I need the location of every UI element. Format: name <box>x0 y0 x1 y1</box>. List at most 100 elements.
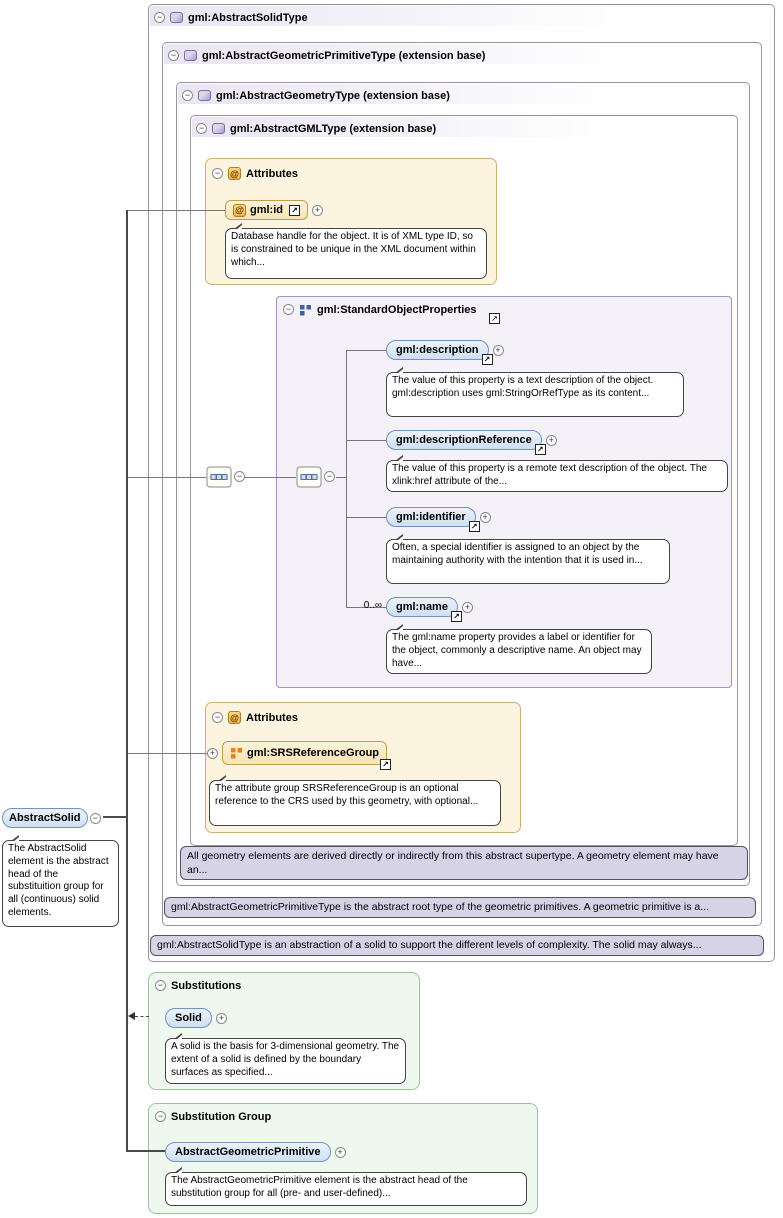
element-abstract-geometric-primitive[interactable]: AbstractGeometricPrimitive <box>165 1142 331 1162</box>
attribute-icon: @ <box>228 167 241 180</box>
type-header-abstract-geometry-type: − gml:AbstractGeometryType (extension ba… <box>182 88 450 103</box>
goto-definition-icon[interactable]: ↗ <box>481 354 493 365</box>
goto-definition-icon[interactable]: ↗ <box>380 759 392 770</box>
attributes-header: − @ Attributes <box>212 710 298 725</box>
connector-abstract-solid <box>103 816 127 818</box>
type-header-abstract-gml-type: − gml:AbstractGMLType (extension base) <box>196 121 436 136</box>
element-row-description-reference: gml:descriptionReference ↗ + <box>386 430 557 455</box>
element-label: AbstractSolid <box>9 812 81 824</box>
attribute-icon: @ <box>233 203 246 217</box>
attribute-label: gml:id <box>250 204 283 216</box>
connector-to-sequence <box>128 477 206 478</box>
sequence-compositor-icon[interactable] <box>206 466 232 488</box>
collapse-icon[interactable]: − <box>155 980 166 991</box>
attributes-label: Attributes <box>246 167 298 180</box>
collapse-icon[interactable]: − <box>234 471 245 482</box>
element-gml-description[interactable]: gml:description ↗ <box>386 340 493 365</box>
collapse-icon[interactable]: − <box>196 123 207 134</box>
goto-definition-icon[interactable]: ↗ <box>289 204 300 216</box>
element-label: gml:description <box>396 344 479 356</box>
type-header-abstract-geometric-primitive-type: − gml:AbstractGeometricPrimitiveType (ex… <box>168 48 485 63</box>
collapse-icon[interactable]: − <box>89 812 101 824</box>
expand-icon[interactable]: + <box>545 434 557 446</box>
annotation-abstract-geometric-primitive: The AbstractGeometricPrimitive element i… <box>165 1167 527 1206</box>
collapse-icon[interactable]: − <box>212 168 223 179</box>
complex-type-icon <box>198 90 211 101</box>
expand-icon[interactable]: + <box>215 1012 227 1024</box>
connector-to-description <box>347 350 386 351</box>
element-row-abstract-geometric-primitive: AbstractGeometricPrimitive + <box>165 1142 346 1162</box>
type-label: gml:AbstractGMLType (extension base) <box>230 122 437 135</box>
element-row-identifier: gml:identifier ↗ + <box>386 507 491 532</box>
element-abstract-solid[interactable]: AbstractSolid <box>2 808 88 828</box>
connector-substitutes-dashed <box>135 1016 149 1017</box>
annotation-abstract-solid: The AbstractSolid element is the abstrac… <box>2 835 119 927</box>
attribute-group-srs-reference-group[interactable]: gml:SRSReferenceGroup ↗ <box>222 741 392 770</box>
complex-type-icon <box>184 50 197 61</box>
expand-icon[interactable]: + <box>492 344 504 356</box>
connector-to-description-reference <box>347 440 386 441</box>
element-row-name: gml:name ↗ + <box>386 597 473 622</box>
type-label: gml:AbstractSolidType <box>188 11 308 24</box>
expand-icon[interactable]: + <box>461 601 473 613</box>
element-label: Solid <box>175 1012 202 1024</box>
attribute-gml-id[interactable]: @ gml:id ↗ <box>225 200 308 220</box>
type-header-abstract-solid-type: − gml:AbstractSolidType <box>154 10 308 25</box>
element-gml-description-reference[interactable]: gml:descriptionReference ↗ <box>386 430 546 455</box>
collapse-icon[interactable]: − <box>154 12 165 23</box>
collapse-icon[interactable]: − <box>283 304 294 315</box>
connector-substitution-head <box>128 1150 166 1152</box>
collapse-icon[interactable]: − <box>168 50 179 61</box>
group-header: − gml:StandardObjectProperties <box>283 302 477 317</box>
goto-definition-icon[interactable]: ↗ <box>468 521 480 532</box>
element-label: gml:descriptionReference <box>396 434 532 446</box>
group-label: gml:StandardObjectProperties <box>317 303 477 316</box>
goto-definition-icon[interactable]: ↗ <box>489 313 500 324</box>
collapse-icon[interactable]: − <box>182 90 193 101</box>
sequence-compositor-icon[interactable] <box>296 466 322 488</box>
attribute-group-row-srs: + gml:SRSReferenceGroup ↗ <box>207 741 392 770</box>
model-group-icon <box>300 304 311 315</box>
annotation-abstract-geometry-type: All geometry elements are derived direct… <box>180 846 748 880</box>
element-label: gml:name <box>396 601 448 613</box>
collapse-icon[interactable]: − <box>155 1111 166 1122</box>
goto-definition-icon[interactable]: ↗ <box>534 444 546 455</box>
expand-icon[interactable]: + <box>312 204 323 216</box>
substitution-group-label: Substitution Group <box>171 1110 272 1123</box>
expand-icon[interactable]: + <box>334 1146 346 1158</box>
expand-icon[interactable]: + <box>479 511 491 523</box>
connector-to-srs-group <box>128 753 212 754</box>
attribute-group-label: gml:SRSReferenceGroup <box>247 747 380 759</box>
collapse-icon[interactable]: − <box>212 712 223 723</box>
connector-group-out <box>336 477 347 478</box>
goto-definition-icon[interactable]: ↗ <box>450 611 462 622</box>
annotation-gml-name: The gml:name property provides a label o… <box>386 624 652 674</box>
connector-to-gml-id <box>128 210 226 211</box>
element-gml-name[interactable]: gml:name ↗ <box>386 597 462 622</box>
collapse-icon[interactable]: − <box>324 471 335 482</box>
annotation-gml-identifier: Often, a special identifier is assigned … <box>386 534 670 584</box>
group-box-standard-object-properties <box>276 296 732 688</box>
element-solid[interactable]: Solid <box>165 1008 212 1028</box>
substitution-group-header: − Substitution Group <box>155 1109 271 1124</box>
annotation-gml-id: Database handle for the object. It is of… <box>225 223 487 279</box>
element-row-abstract-solid: AbstractSolid − <box>2 808 101 828</box>
element-gml-identifier[interactable]: gml:identifier ↗ <box>386 507 480 532</box>
connector-sequence-to-group <box>245 477 296 478</box>
annotation-solid: A solid is the basis for 3-dimensional g… <box>165 1033 406 1084</box>
attribute-icon: @ <box>228 711 241 724</box>
expand-icon[interactable]: + <box>207 747 218 759</box>
substitutions-header: − Substitutions <box>155 978 241 993</box>
element-row-solid: Solid + <box>165 1008 227 1028</box>
complex-type-icon <box>212 123 225 134</box>
annotation-abstract-solid-type: gml:AbstractSolidType is an abstraction … <box>150 935 764 956</box>
type-label: gml:AbstractGeometryType (extension base… <box>216 89 450 102</box>
attribute-group-icon <box>231 748 242 759</box>
connector-spine <box>346 350 347 608</box>
annotation-gml-description-reference: The value of this property is a remote t… <box>386 455 728 492</box>
attributes-header: − @ Attributes <box>212 166 298 181</box>
substitutions-label: Substitutions <box>171 979 242 992</box>
connector-to-identifier <box>347 517 386 518</box>
substitution-arrow-icon <box>128 1012 135 1020</box>
type-label: gml:AbstractGeometricPrimitiveType (exte… <box>202 49 486 62</box>
